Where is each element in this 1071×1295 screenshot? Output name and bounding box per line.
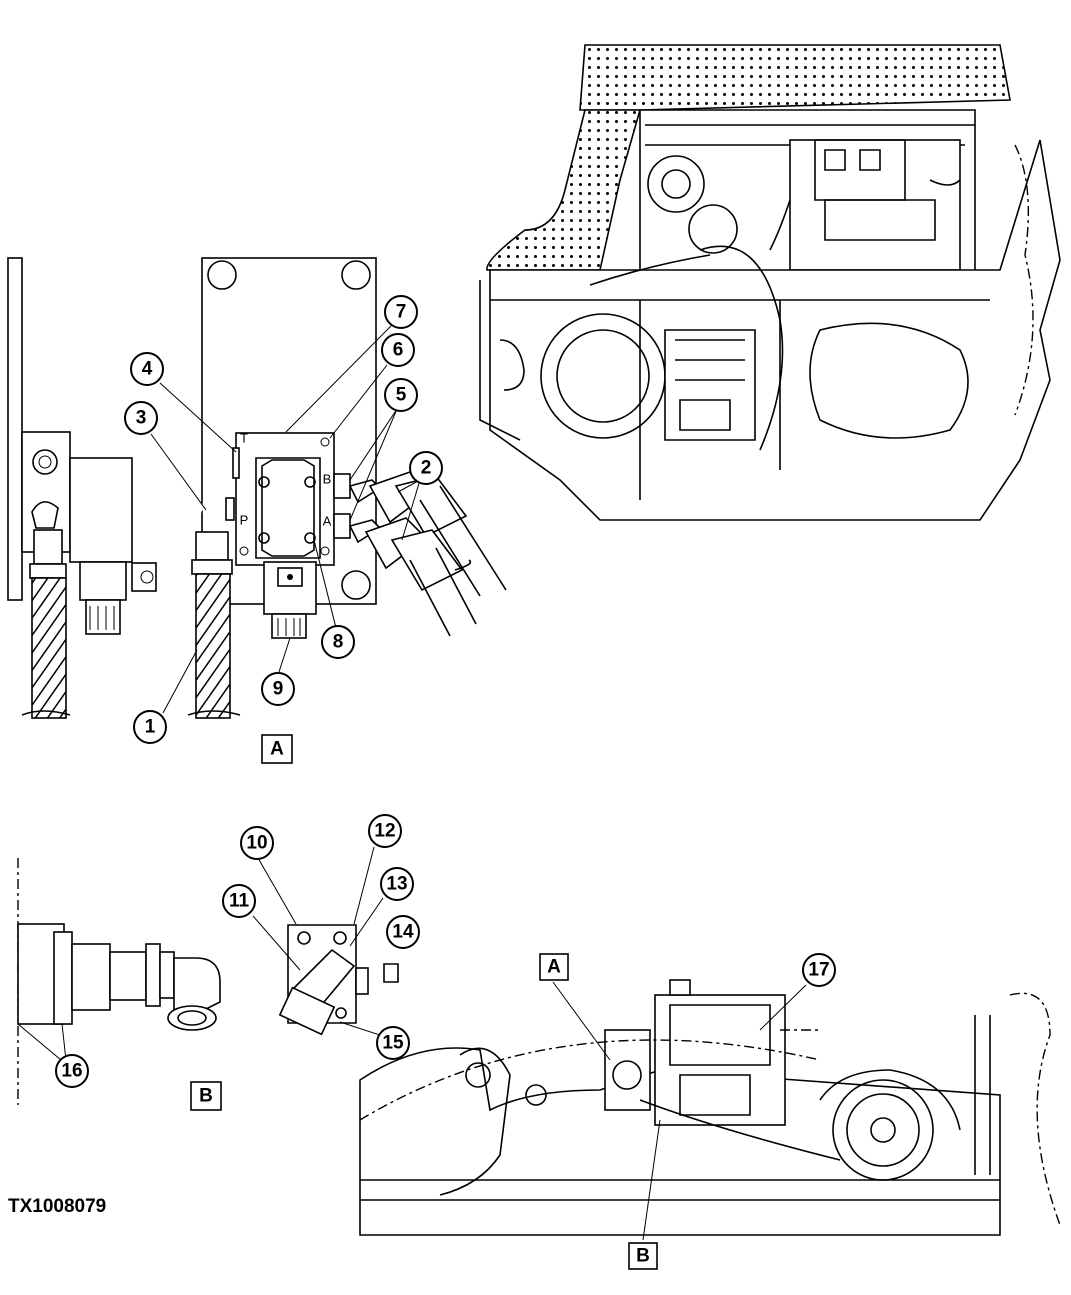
callout-12: 12: [368, 814, 402, 848]
callout-11: 11: [222, 884, 256, 918]
svg-text:4: 4: [142, 359, 153, 380]
svg-text:2: 2: [421, 458, 432, 479]
overview-label-b: B: [628, 1242, 658, 1270]
svg-text:1: 1: [145, 717, 156, 738]
svg-text:B: B: [199, 1086, 213, 1107]
svg-text:A: A: [270, 739, 284, 760]
callout-5: 5: [384, 378, 418, 412]
svg-text:17: 17: [808, 960, 829, 981]
callout-6: 6: [381, 333, 415, 367]
overview-label-a: A: [539, 953, 569, 981]
callout-7: 7: [384, 295, 418, 329]
svg-text:16: 16: [61, 1061, 82, 1082]
callout-4: 4: [130, 352, 164, 386]
svg-text:8: 8: [333, 632, 344, 653]
port-p-label: P: [240, 513, 249, 528]
callout-3: 3: [124, 401, 158, 435]
detail-a-drawing: T P B A: [7, 257, 507, 719]
svg-text:5: 5: [396, 385, 407, 406]
overview-top-drawing: [479, 44, 1061, 521]
overview-bottom-leaders: [552, 981, 807, 1241]
detail-a-leaders: [150, 325, 421, 714]
callout-14: 14: [386, 915, 420, 949]
svg-text:7: 7: [396, 302, 407, 323]
svg-text:B: B: [636, 1246, 650, 1267]
port-b-label: B: [323, 472, 332, 487]
svg-text:3: 3: [136, 408, 147, 429]
callout-13: 13: [380, 867, 414, 901]
port-a-label: A: [323, 514, 332, 529]
callout-10: 10: [240, 826, 274, 860]
detail-b-drawing: [17, 858, 399, 1105]
svg-text:15: 15: [382, 1033, 404, 1054]
callout-16: 16: [55, 1054, 89, 1088]
svg-text:14: 14: [392, 922, 414, 943]
svg-text:10: 10: [246, 833, 267, 854]
overview-bottom-drawing: [359, 979, 1061, 1236]
svg-text:13: 13: [386, 874, 407, 895]
svg-text:12: 12: [374, 821, 395, 842]
svg-text:11: 11: [229, 891, 250, 912]
callout-2: 2: [409, 451, 443, 485]
callout-1: 1: [133, 710, 167, 744]
svg-text:6: 6: [393, 340, 404, 361]
svg-text:A: A: [547, 957, 561, 978]
detail-b-leaders: [17, 846, 396, 1061]
port-t-label: T: [240, 431, 248, 446]
view-label-a: A: [261, 734, 293, 764]
figure-id: TX1008079: [8, 1196, 106, 1217]
callout-15: 15: [376, 1026, 410, 1060]
callout-8: 8: [321, 625, 355, 659]
callout-9: 9: [261, 672, 295, 706]
callout-17: 17: [802, 953, 836, 987]
svg-text:9: 9: [273, 679, 284, 700]
view-label-b: B: [190, 1081, 222, 1111]
